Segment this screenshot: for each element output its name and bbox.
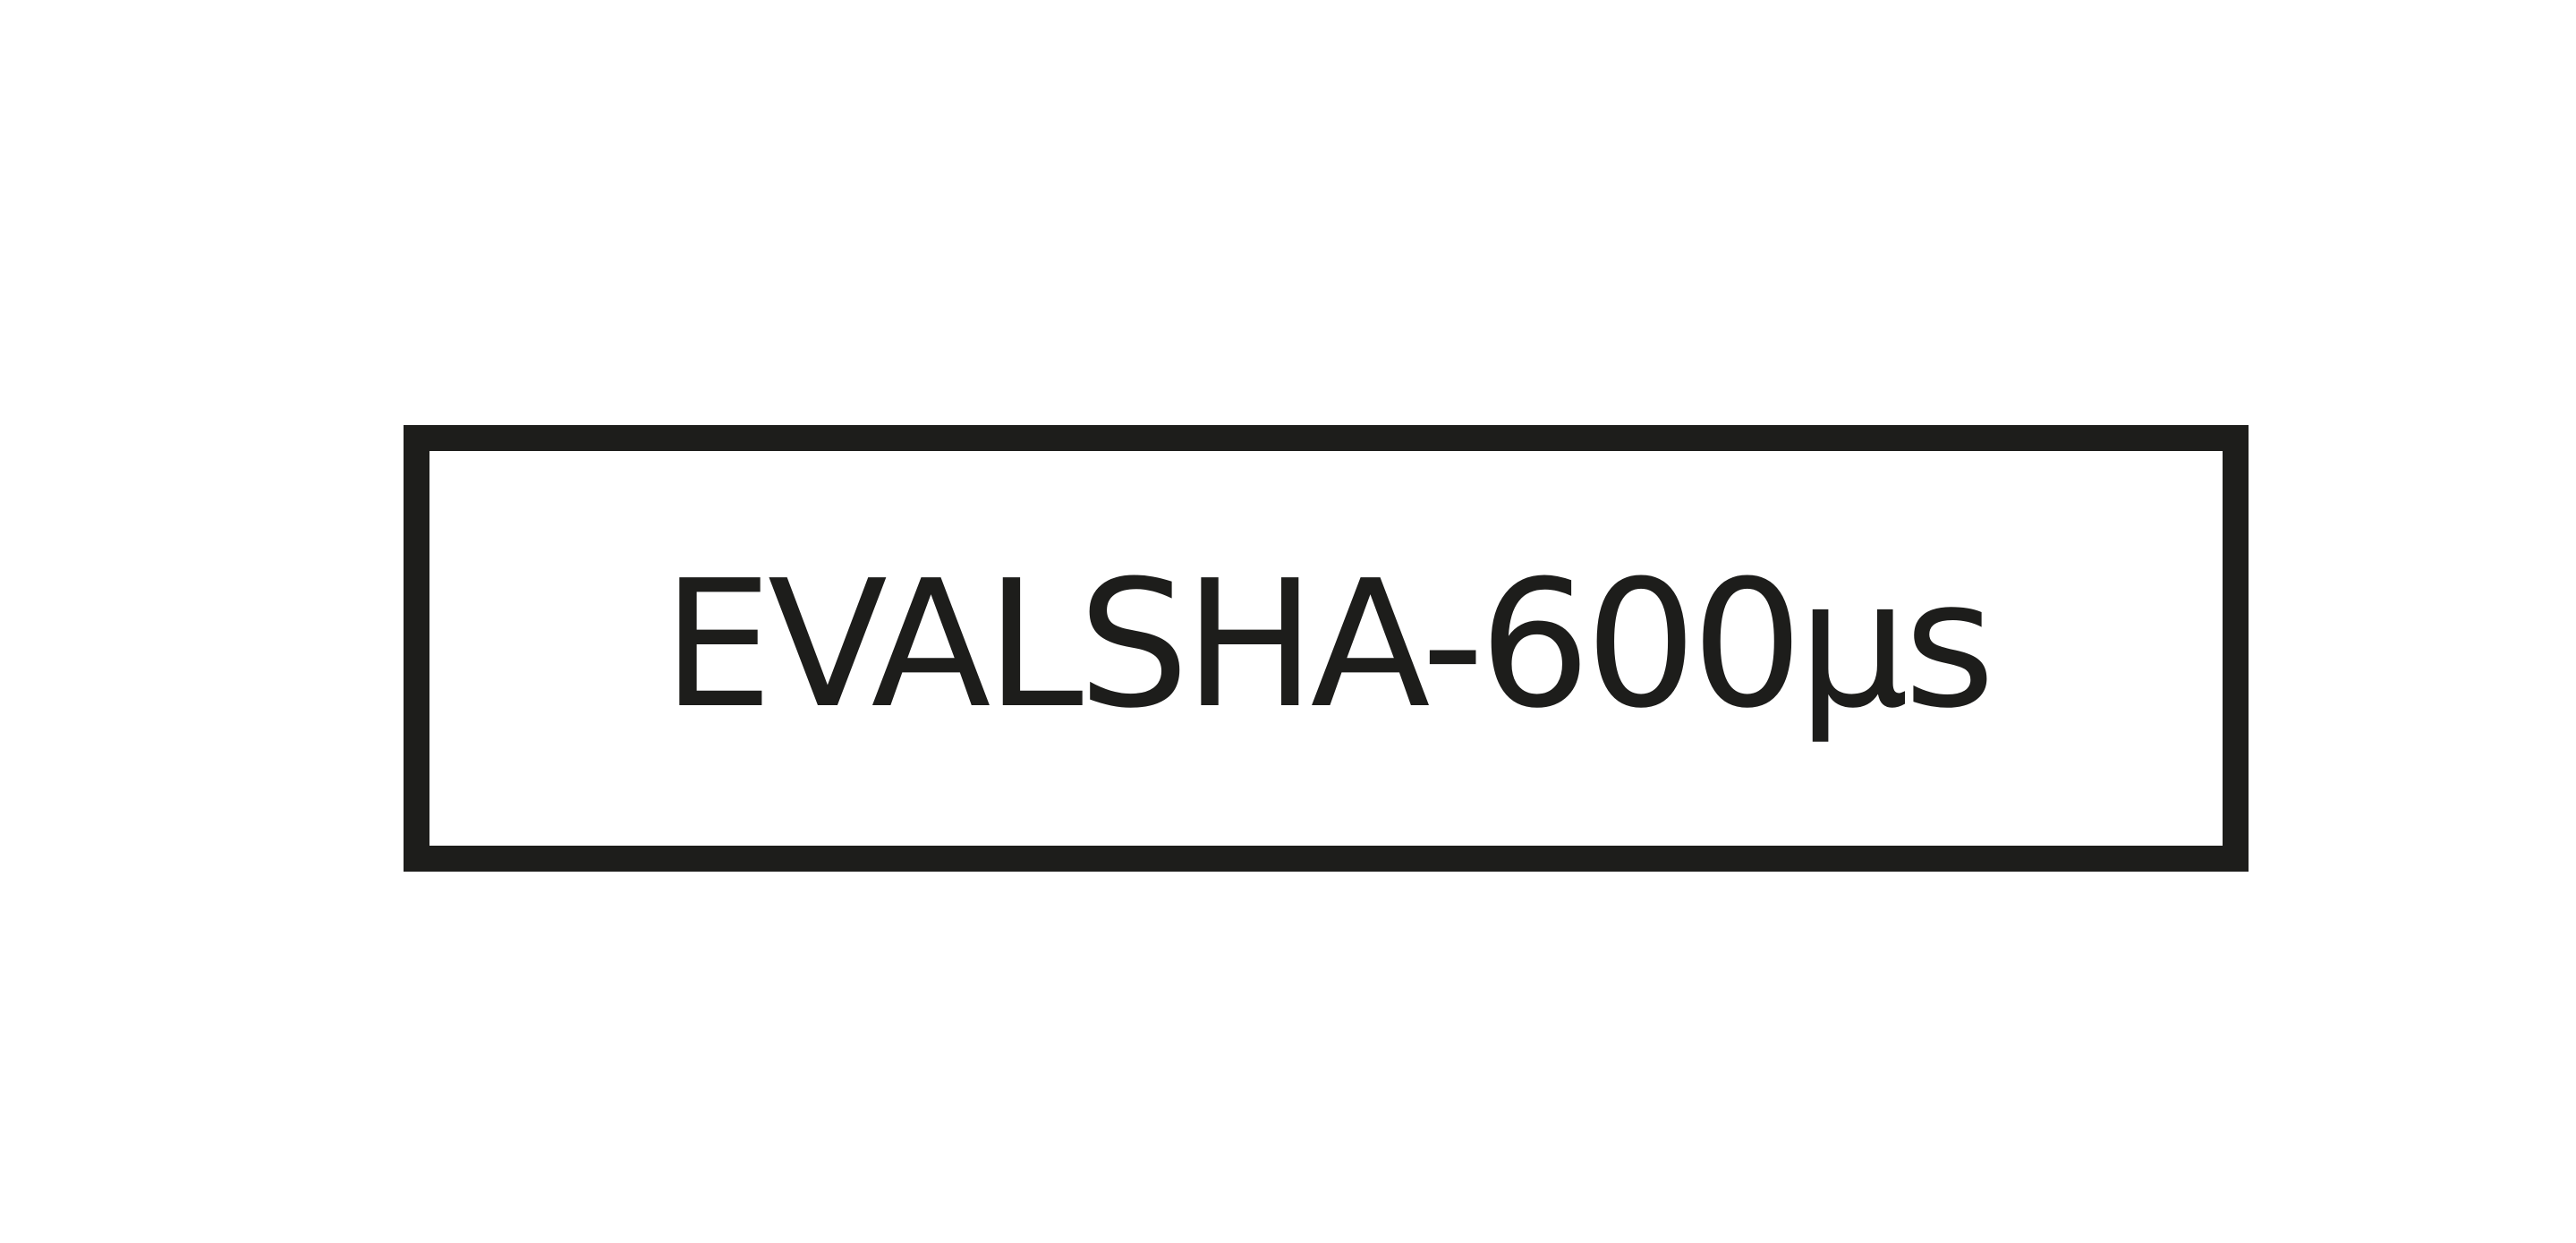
diagram-node-box: EVALSHA-600µs [404,425,2249,872]
node-label: EVALSHA-600µs [662,542,1995,747]
